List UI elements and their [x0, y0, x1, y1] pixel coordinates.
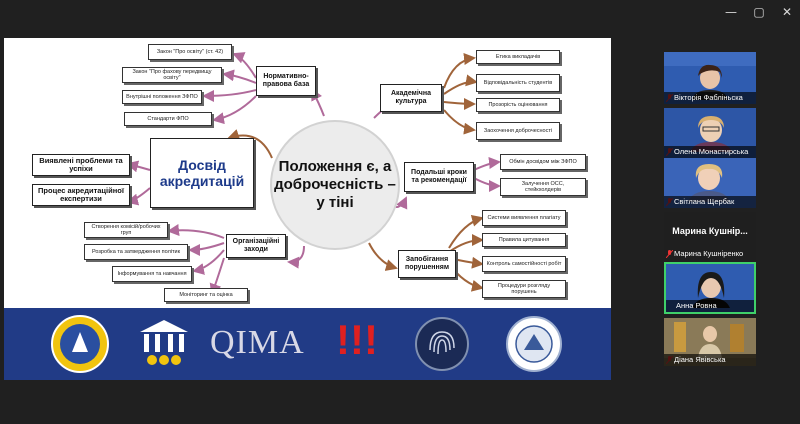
participant-name: Марина Кушніренко [674, 249, 744, 258]
org-measures-item-text: Інформування та навчання [117, 270, 187, 277]
normative-item: Внутрішні положення ЗФПО [122, 90, 202, 104]
normative-item-text: Внутрішні положення ЗФПО [126, 93, 198, 100]
normative-item-text: Закон "Про освіту" (ст. 42) [156, 48, 224, 55]
next-steps-item: Обмін досвідом між ЗФПО [500, 154, 586, 170]
academic-culture-box: Академічна культура [380, 84, 442, 112]
participant-tile[interactable]: Марина Кушнір... Марина Кушніренко [664, 212, 756, 260]
participant-tile[interactable]: Вікторія Фабліньска [664, 52, 756, 104]
exclamation-logo: !!! [336, 316, 378, 363]
close-button[interactable]: ✕ [781, 5, 793, 19]
academic-culture-item: Прозорість оцінювання [476, 98, 560, 112]
accreditation-experience-box: Досвід акредитацій [150, 138, 254, 208]
minimize-button[interactable]: — [725, 5, 737, 19]
normative-box: Нормативно-правова база [256, 66, 316, 96]
org-measures-label: Організаційні заходи [232, 238, 280, 253]
qima-logo: QIMA [210, 324, 305, 361]
prevention-item: Контроль самостійності робіт [482, 256, 566, 272]
participant-name: Олена Монастирська [664, 146, 756, 158]
normative-label: Нормативно-правова база [262, 73, 310, 88]
academic-culture-item: Етика викладачів [476, 50, 560, 64]
academic-culture-item: Відповідальність студентів [476, 74, 560, 92]
window-titlebar: — ▢ ✕ [0, 0, 800, 24]
expertise-text: Процес акредитаційної експертизи [38, 186, 124, 203]
org-measures-item-text: Створення комісій/робочих груп [91, 223, 161, 237]
participant-name: Діана Явівська [664, 354, 756, 366]
central-topic-text: Положення є, а доброчесність – у тіні [274, 158, 396, 211]
normative-item: Закон "Про фахову передвищу освіту" [122, 67, 222, 83]
shared-screen-slide: Положення є, а доброчесність – у тіні До… [4, 38, 611, 380]
prevention-item: Процедури розгляду порушень [482, 280, 566, 298]
academic-culture-item-text: Прозорість оцінювання [488, 101, 548, 108]
normative-item-text: Стандарти ФПО [147, 115, 189, 122]
normative-item: Стандарти ФПО [124, 112, 212, 126]
maximize-button[interactable]: ▢ [753, 5, 765, 19]
academic-culture-item-text: Відповідальність студентів [483, 79, 553, 86]
institution-building-icon [140, 320, 188, 365]
central-topic: Положення є, а доброчесність – у тіні [270, 120, 400, 250]
participant-tile[interactable]: Світлана Щербак [664, 158, 756, 208]
participant-video-icon [664, 318, 756, 358]
org-measures-item-text: Розробка та затвердження політик [91, 248, 181, 255]
normative-item-text: Закон "Про фахову передвищу освіту" [132, 68, 212, 82]
college-seal-icon [51, 315, 109, 373]
expertise-box: Процес акредитаційної експертизи [32, 184, 130, 206]
participant-name: Вікторія Фабліньска [664, 92, 756, 104]
fingerprint-logo-icon [415, 317, 469, 371]
prevention-item-text: Контроль самостійності робіт [486, 260, 562, 267]
normative-item: Закон "Про освіту" (ст. 42) [148, 44, 232, 60]
problems-box: Виявлені проблеми та успіхи [32, 154, 130, 176]
academic-culture-item-text: Етика викладачів [495, 53, 541, 60]
next-steps-label: Подальші кроки та рекомендації [411, 169, 467, 184]
logo-band: QIMA !!! [4, 308, 611, 380]
prevention-item-text: Правила цитування [498, 236, 550, 243]
participant-name-placeholder: Марина Кушнір... [672, 226, 748, 236]
org-measures-item: Створення комісій/робочих груп [84, 222, 168, 238]
org-measures-item: Інформування та навчання [112, 266, 192, 282]
org-measures-item: Розробка та затвердження політик [84, 244, 188, 260]
next-steps-item: Залучення ОСС, стейкхолдерів [500, 178, 586, 196]
next-steps-box: Подальші кроки та рекомендації [404, 162, 474, 192]
org-measures-box: Організаційні заходи [226, 234, 286, 258]
academic-culture-item: Заохочення доброчесності [476, 122, 560, 140]
next-steps-item-text: Залучення ОСС, стейкхолдерів [521, 180, 565, 194]
participant-tile[interactable]: Олена Монастирська [664, 108, 756, 158]
prevention-item: Правила цитування [482, 233, 566, 247]
academic-culture-item-text: Заохочення доброчесності [483, 127, 553, 134]
prevention-item: Системи виявлення плагіату [482, 210, 566, 226]
participant-tile-active-speaker[interactable]: Анна Ровна [664, 262, 756, 314]
participant-tile[interactable]: Діана Явівська [664, 318, 756, 366]
university-seal-icon [506, 316, 562, 372]
participant-name: Анна Ровна [666, 300, 754, 312]
academic-culture-label: Академічна культура [390, 90, 431, 105]
mic-muted-icon [666, 250, 673, 258]
org-measures-item: Моніторинг та оцінка [164, 288, 248, 302]
prevention-item-text: Процедури розгляду порушень [497, 282, 551, 296]
org-measures-item-text: Моніторинг та оцінка [179, 291, 233, 298]
prevention-item-text: Системи виявлення плагіату [487, 214, 561, 221]
participant-name: Світлана Щербак [664, 196, 756, 208]
accreditation-experience-text: Досвід акредитацій [159, 157, 245, 189]
prevention-box: Запобігання порушенням [398, 250, 456, 278]
prevention-label: Запобігання порушенням [404, 256, 450, 271]
next-steps-item-text: Обмін досвідом між ЗФПО [509, 158, 577, 165]
problems-text: Виявлені проблеми та успіхи [39, 156, 123, 173]
